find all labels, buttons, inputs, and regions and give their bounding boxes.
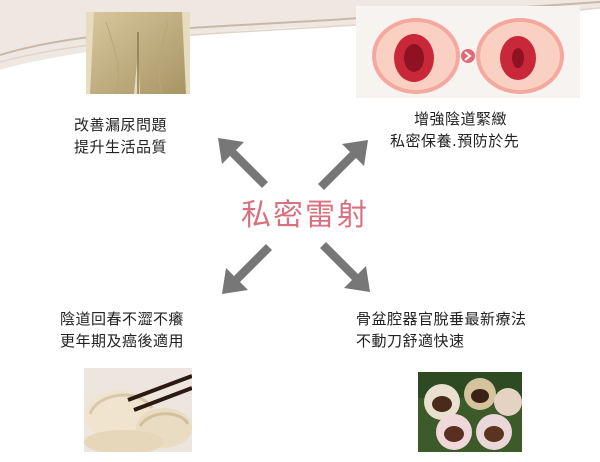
caption-bottom-left: 陰道回春不澀不癢 更年期及癌後適用 [60, 308, 184, 352]
caption-top-left-line2: 提升生活品質 [74, 138, 168, 156]
arrow-up-left [218, 138, 268, 188]
caption-bottom-left-line2: 更年期及癌後適用 [60, 332, 185, 350]
caption-bottom-left-line1: 陰道回春不澀不癢 [60, 310, 185, 328]
caption-top-left: 改善漏尿問題 提升生活品質 [74, 114, 167, 158]
arrow-down-left [222, 244, 272, 294]
garment-photo-icon [86, 12, 190, 94]
caption-top-right-line2: 私密保養.預防於先 [390, 132, 520, 150]
caption-bottom-right: 骨盆腔器官脫垂最新療法 不動刀舒適快速 [356, 308, 527, 352]
dumplings-photo-icon [84, 368, 192, 452]
peach-before-after-icon [356, 6, 580, 98]
caption-bottom-right-line2: 不動刀舒適快速 [356, 332, 465, 350]
arrow-down-right [320, 242, 370, 292]
caption-bottom-right-line1: 骨盆腔器官脫垂最新療法 [356, 310, 527, 328]
caption-top-right-line1: 增強陰道緊緻 [414, 110, 508, 128]
caption-top-right: 增強陰道緊緻 私密保養.預防於先 [390, 108, 519, 152]
arrow-up-right [318, 140, 368, 190]
center-title: 私密雷射 [241, 198, 369, 233]
mochi-photo-icon [418, 372, 522, 452]
caption-top-left-line1: 改善漏尿問題 [74, 116, 168, 134]
